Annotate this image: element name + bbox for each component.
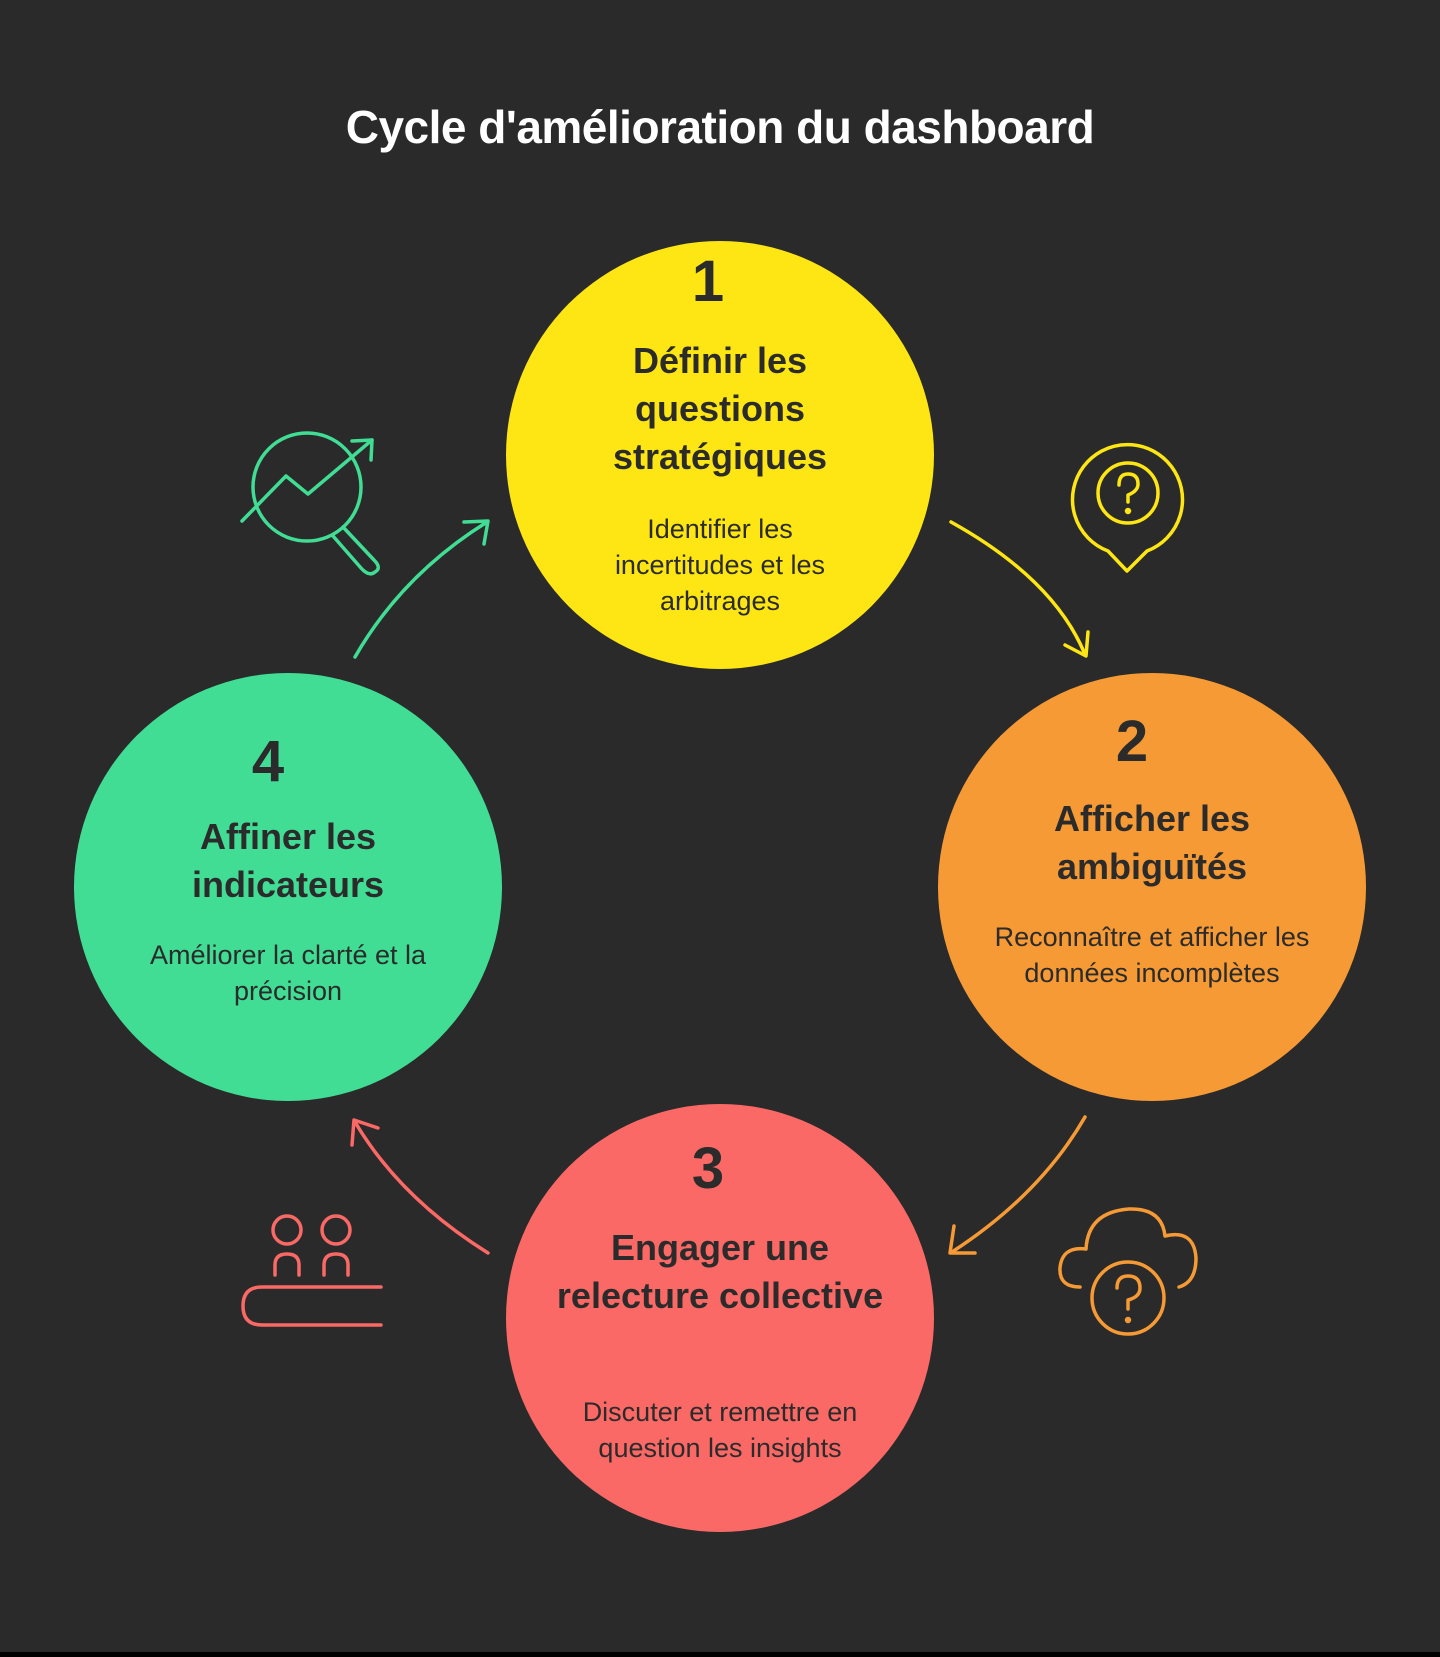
pin-question-icon	[1070, 442, 1185, 573]
step-1-title: Définir les questions stratégiques	[612, 340, 828, 477]
step-1-number: 1	[691, 249, 725, 314]
step-2-number: 2	[1115, 709, 1149, 774]
trend-magnifier-icon	[240, 431, 380, 576]
arrow-step-4-to-1	[353, 519, 490, 659]
step-1-description: Identifier les incertitudes et les arbit…	[614, 514, 826, 616]
step-2-description: Reconnaître et afficher les données inco…	[994, 922, 1310, 988]
step-3-number: 3	[691, 1136, 725, 1201]
team-meeting-icon	[241, 1214, 383, 1327]
cloud-question-icon	[1058, 1207, 1198, 1336]
step-3-circle: 3 Engager une relecture collective Discu…	[506, 1104, 934, 1532]
step-1-circle: 1 Définir les questions stratégiques Ide…	[506, 241, 934, 669]
step-2-title: Afficher les ambiguïtés	[1053, 798, 1251, 887]
step-4-circle: 4 Affiner les indicateurs Améliorer la c…	[74, 673, 502, 1101]
step-4-number: 4	[251, 729, 285, 794]
step-3-title: Engager une relecture collective	[556, 1227, 884, 1316]
arrow-step-1-to-2	[949, 520, 1090, 658]
arrow-step-2-to-3	[948, 1115, 1087, 1255]
step-4-title: Affiner les indicateurs	[191, 816, 385, 905]
step-3-description: Discuter et remettre en question les ins…	[582, 1397, 858, 1463]
arrow-step-3-to-4	[350, 1118, 490, 1255]
diagram-title: Cycle d'amélioration du dashboard	[345, 101, 1095, 153]
step-2-circle: 2 Afficher les ambiguïtés Reconnaître et…	[938, 673, 1366, 1101]
step-4-description: Améliorer la clarté et la précision	[149, 940, 427, 1006]
